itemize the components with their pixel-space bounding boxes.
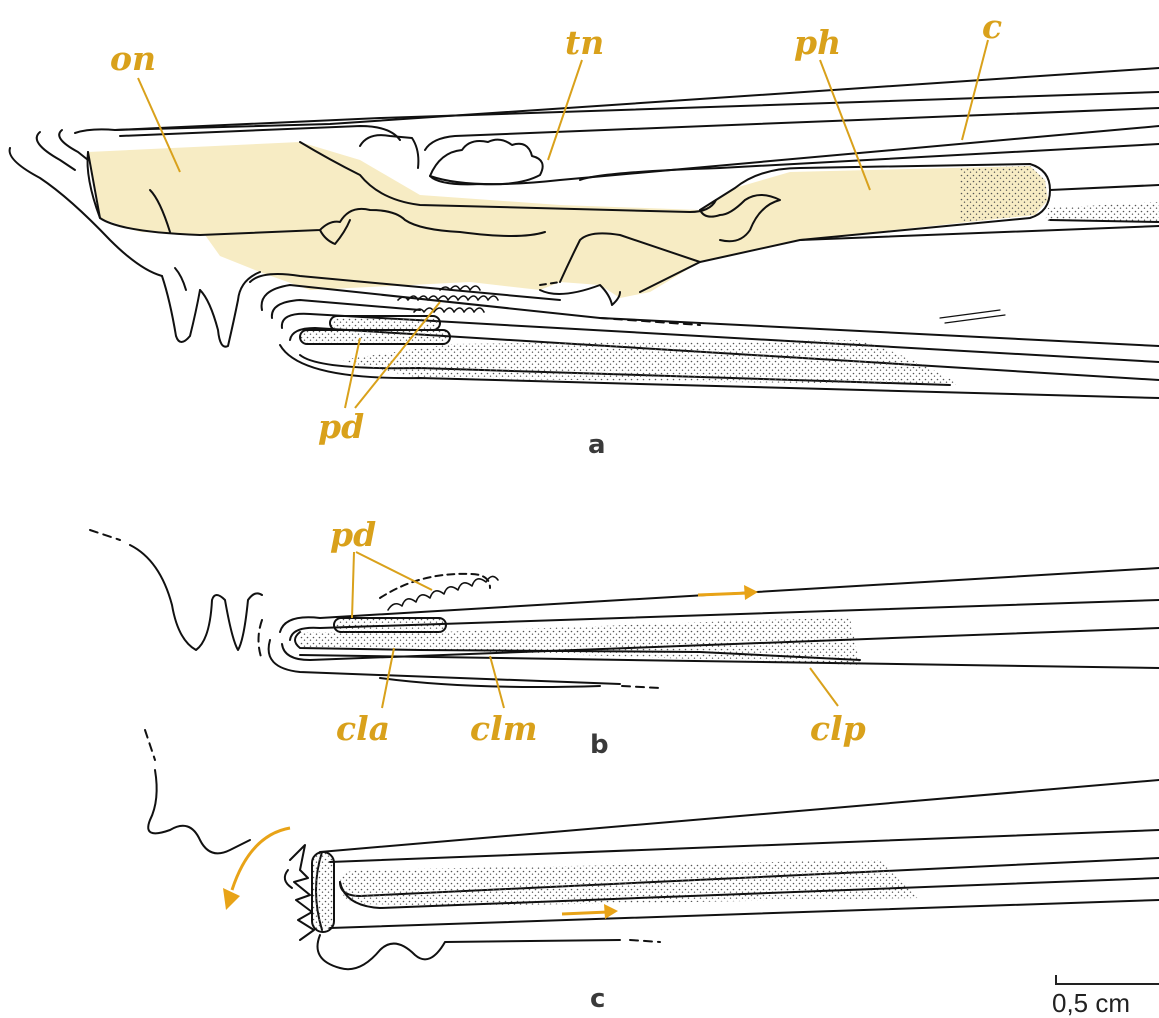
tentacle-blob xyxy=(430,140,543,185)
arrow-right-c xyxy=(562,904,618,919)
label-cla: cla xyxy=(336,712,390,745)
label-clm: clm xyxy=(470,712,538,745)
label-c: c xyxy=(982,10,1002,43)
panel-letter-a: a xyxy=(588,432,606,458)
panel-b-drawing xyxy=(90,530,1159,688)
panel-c-drawing xyxy=(145,730,1159,969)
label-tn: tn xyxy=(565,26,604,59)
panel-letter-b: b xyxy=(590,732,609,758)
arrow-right-b xyxy=(698,585,758,600)
panel-a-drawing xyxy=(10,68,1159,398)
label-pd-a: pd xyxy=(318,410,364,443)
scale-bar-label: 0,5 cm xyxy=(1052,990,1130,1016)
label-ph: ph xyxy=(794,26,841,59)
scale-bar xyxy=(1056,975,1159,984)
arrow-curved-c xyxy=(223,828,290,910)
pharynx-stipple xyxy=(960,166,1048,222)
label-on: on xyxy=(110,42,156,75)
capsule-rod-lower xyxy=(300,330,450,344)
panel-letter-c: c xyxy=(590,986,605,1012)
label-pd-b: pd xyxy=(330,518,376,551)
stipple-rod-a xyxy=(1045,202,1159,222)
label-clp: clp xyxy=(810,712,866,745)
capsule-rim-c xyxy=(312,852,334,932)
